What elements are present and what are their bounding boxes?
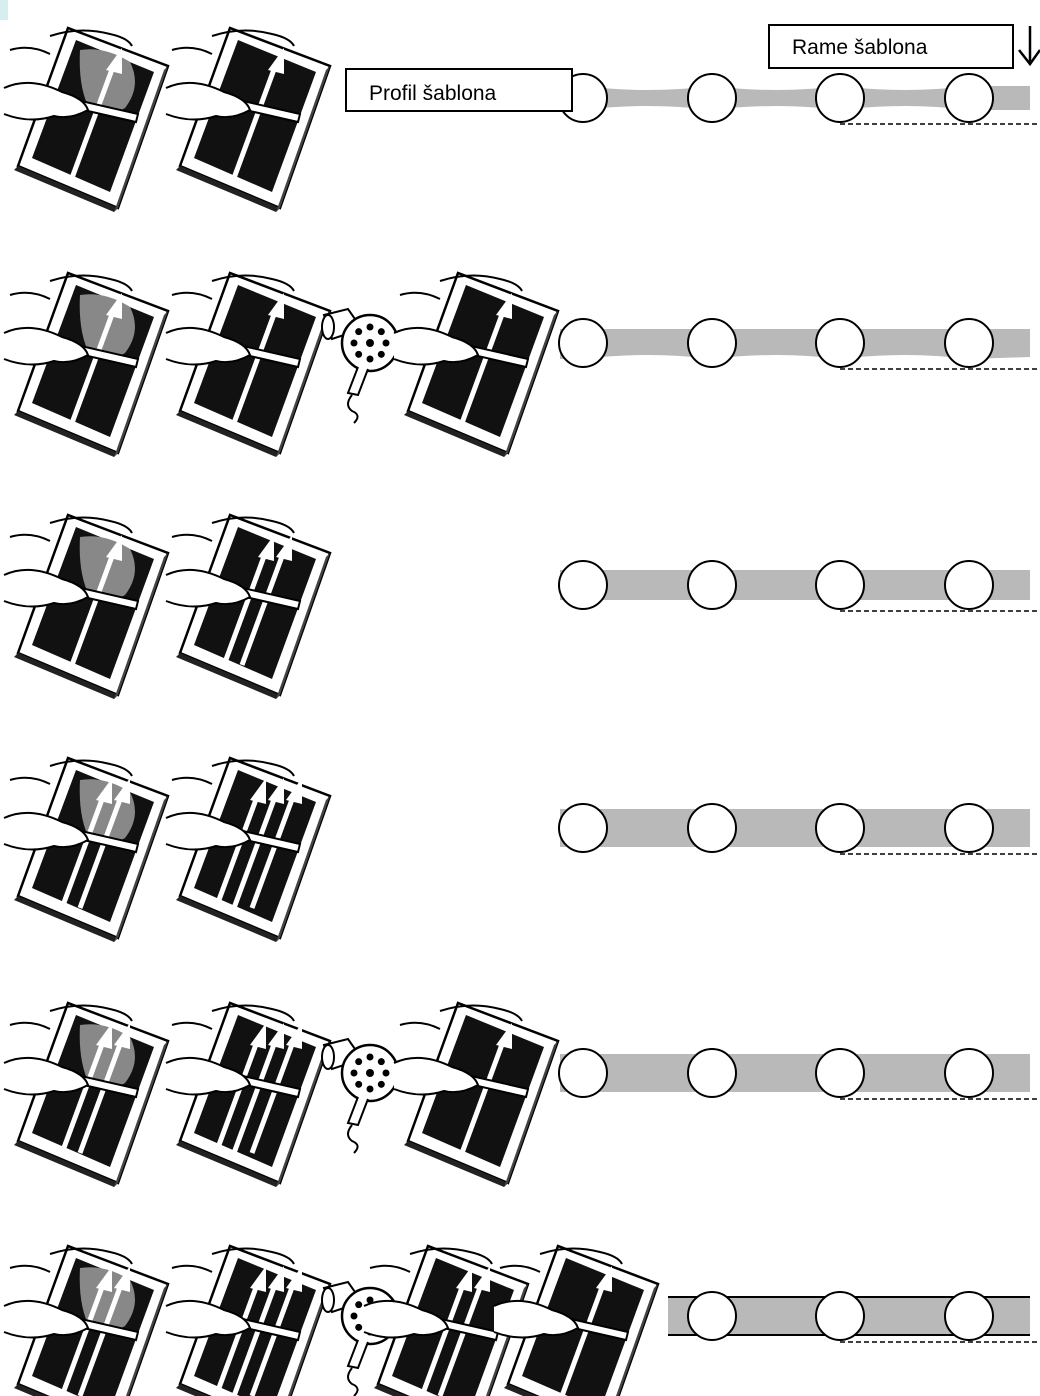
mesh-thread — [688, 74, 736, 122]
screen-frame — [166, 1246, 330, 1396]
mesh-thread — [816, 1292, 864, 1340]
mesh-thread — [688, 1292, 736, 1340]
mesh-thread — [559, 1049, 607, 1097]
mesh-thread — [816, 804, 864, 852]
process-row — [4, 273, 1040, 457]
screen-frame — [4, 515, 168, 699]
mesh-thread — [559, 804, 607, 852]
mesh-thread — [688, 804, 736, 852]
hair-dryer-icon — [322, 1039, 398, 1153]
mesh-thread — [816, 561, 864, 609]
mesh-thread — [816, 74, 864, 122]
screen-frame — [166, 273, 330, 457]
screen-frame — [4, 28, 168, 212]
screen-frame — [166, 1003, 330, 1187]
frame-label: Rame šablona — [768, 24, 1014, 69]
screen-frame — [166, 758, 330, 942]
mesh-thread — [816, 319, 864, 367]
mesh-thread — [559, 319, 607, 367]
process-row — [4, 1003, 1040, 1187]
mesh-thread — [945, 1049, 993, 1097]
mesh-thread — [945, 804, 993, 852]
mesh-thread — [688, 1049, 736, 1097]
mesh-thread — [945, 74, 993, 122]
screen-frame — [394, 273, 558, 457]
stencil-profile — [559, 319, 1040, 369]
mesh-thread — [688, 561, 736, 609]
stencil-profile — [559, 561, 1040, 611]
process-row — [4, 758, 1040, 942]
screen-frame — [4, 1003, 168, 1187]
screen-frame — [4, 758, 168, 942]
down-arrow-icon — [1019, 26, 1040, 64]
screen-frame — [494, 1246, 658, 1396]
mesh-thread — [945, 1292, 993, 1340]
stencil-profile — [559, 804, 1040, 854]
mesh-thread — [945, 561, 993, 609]
screen-frame — [166, 515, 330, 699]
mesh-thread — [688, 319, 736, 367]
mesh-thread — [945, 319, 993, 367]
hair-dryer-icon — [322, 309, 398, 423]
process-row — [4, 1246, 1040, 1396]
stencil-profile — [559, 74, 1040, 124]
screen-frame — [394, 1003, 558, 1187]
profile-label: Profil šablona — [345, 68, 573, 112]
screen-frame — [4, 273, 168, 457]
screen-frame — [4, 1246, 168, 1396]
screen-frame — [166, 28, 330, 212]
stencil-profile — [559, 1049, 1040, 1099]
mesh-thread — [816, 1049, 864, 1097]
process-row — [4, 515, 1040, 699]
stencil-profile — [668, 1292, 1040, 1342]
mesh-thread — [559, 561, 607, 609]
